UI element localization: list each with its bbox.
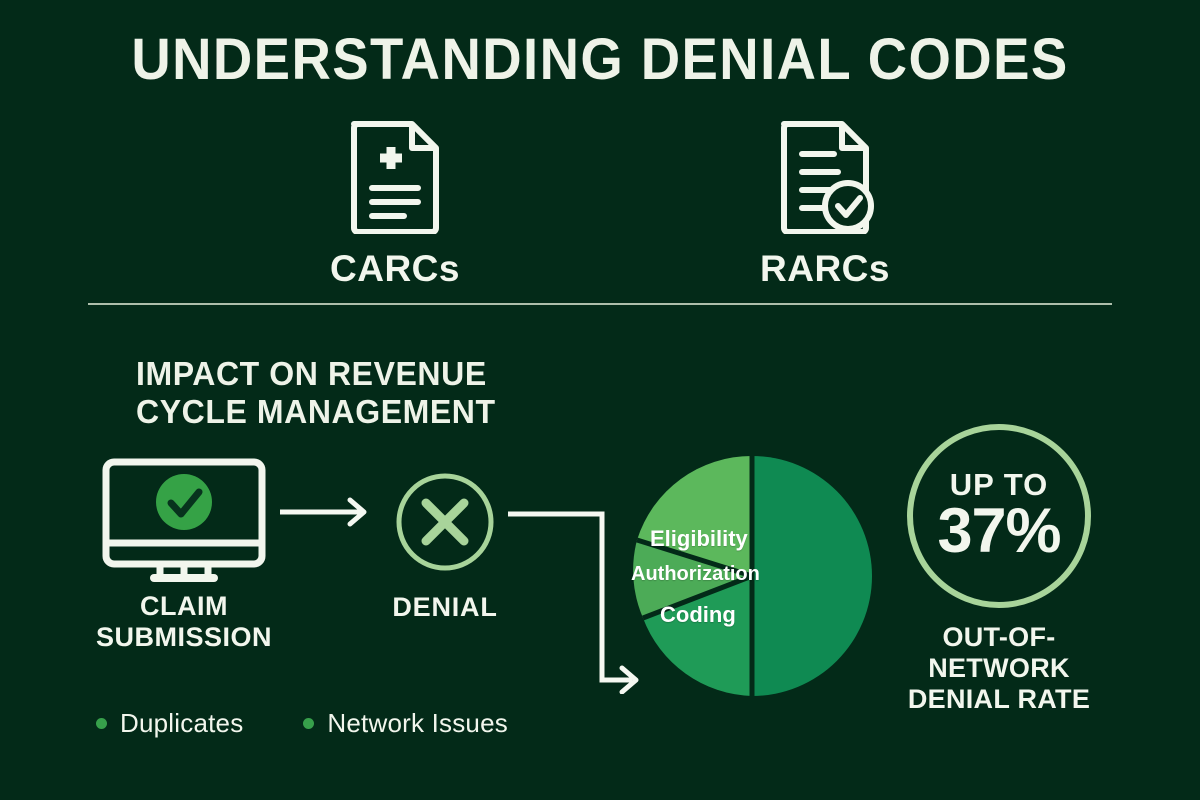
- section-heading-line-1: IMPACT ON REVENUE: [136, 355, 487, 392]
- legend-item-duplicates: Duplicates: [96, 708, 243, 739]
- document-plus-icon: [245, 118, 545, 234]
- page-title: UNDERSTANDING DENIAL CODES: [131, 27, 1069, 92]
- stat-ring: UP TO 37%: [907, 424, 1091, 608]
- legend-item-network-issues: Network Issues: [303, 708, 508, 739]
- section-heading: IMPACT ON REVENUE CYCLE MANAGEMENT: [136, 355, 496, 431]
- document-check-icon: [675, 118, 975, 234]
- code-type-label: RARCs: [760, 248, 890, 289]
- legend-dot-icon: [96, 718, 107, 729]
- circle-x-icon: [370, 462, 520, 582]
- monitor-check-icon: [74, 455, 294, 585]
- pie-label-authorization: Authorization: [631, 563, 760, 585]
- pie-slice-eligibility: [637, 455, 752, 576]
- claim-label-line-2: SUBMISSION: [95, 622, 273, 652]
- pie-label-eligibility: Eligibility: [650, 526, 748, 551]
- flow-step-claim-submission: CLAIM SUBMISSION: [74, 455, 294, 653]
- stat-value: 37%: [937, 496, 1061, 566]
- stat-prefix: UP TO: [949, 467, 1049, 502]
- code-type-carcs: CARCs: [245, 118, 545, 290]
- pie-slice-other: [752, 456, 872, 696]
- claim-label-line-1: CLAIM: [140, 591, 228, 621]
- flow-step-denial: DENIAL: [370, 462, 520, 623]
- pie-separator-slices: [636, 537, 753, 621]
- legend-dot-icon: [303, 718, 315, 729]
- legend-item-label: Network Issues: [327, 708, 508, 738]
- pie-slice-authorization: [633, 540, 752, 618]
- denial-reasons-pie-chart: Eligibility Authorization Coding: [628, 452, 876, 700]
- pie-slice-coding: [643, 576, 752, 696]
- legend: Duplicates Network Issues: [96, 708, 508, 739]
- stat-caption: OUT-OF-NETWORK DENIAL RATE: [888, 622, 1110, 715]
- flow-step-label: DENIAL: [392, 592, 498, 622]
- section-divider: [88, 303, 1112, 305]
- stat-caption-line-1: OUT-OF-NETWORK: [928, 622, 1070, 683]
- flow-step-label: CLAIM SUBMISSION: [74, 591, 294, 653]
- stat-caption-line-2: DENIAL RATE: [907, 684, 1091, 714]
- section-heading-line-2: CYCLE MANAGEMENT: [136, 393, 496, 430]
- legend-item-label: Duplicates: [120, 708, 244, 738]
- pie-label-coding: Coding: [660, 602, 736, 627]
- code-type-rarcs: RARCs: [675, 118, 975, 290]
- out-of-network-denial-rate-stat: UP TO 37% OUT-OF-NETWORK DENIAL RATE: [888, 424, 1110, 715]
- pie-svg: [633, 455, 872, 696]
- arrow-right-icon: [278, 495, 374, 534]
- code-type-label: CARCs: [330, 248, 460, 289]
- elbow-arrow-down-right-icon: [506, 508, 658, 699]
